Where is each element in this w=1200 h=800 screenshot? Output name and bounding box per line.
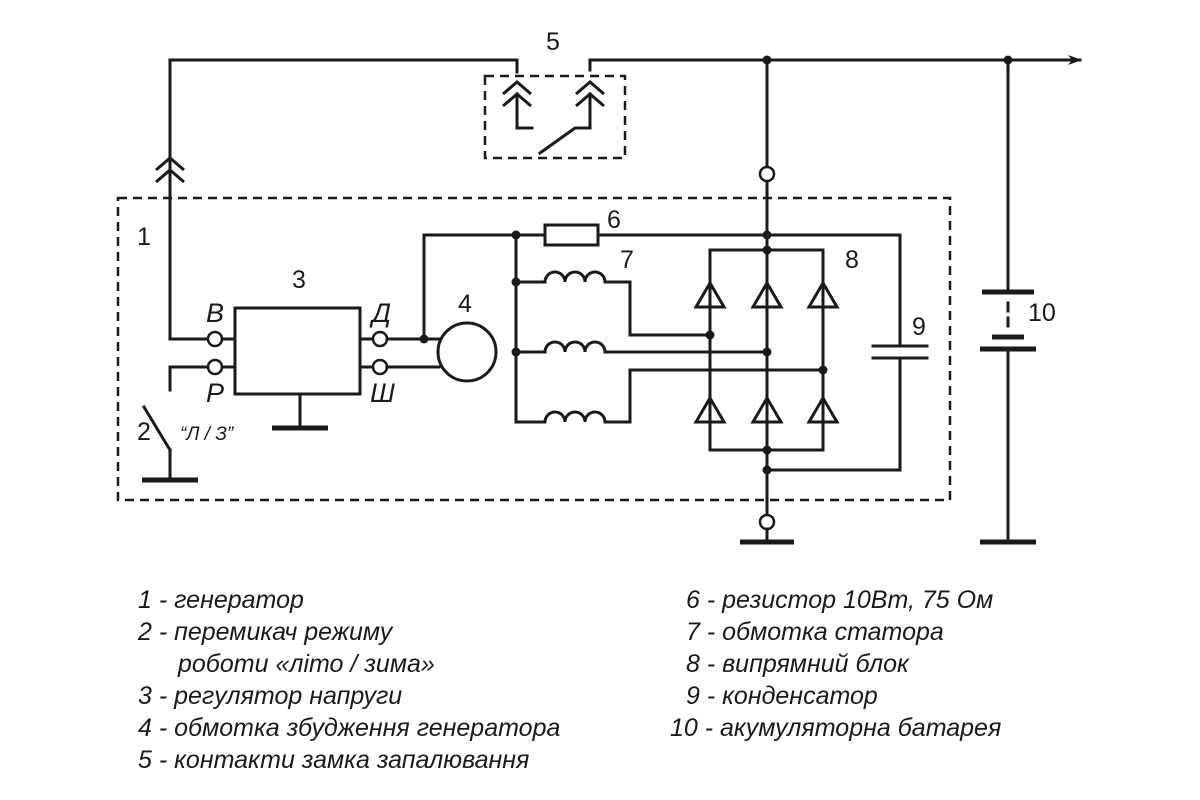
terminal-label-d: Д (369, 298, 391, 328)
top-supply-line (155, 55, 1082, 341)
battery-circuit (980, 55, 1036, 545)
field-winding (385, 233, 547, 383)
legend-item: 1 - генератор (138, 586, 304, 614)
resistor (543, 223, 902, 247)
terminal-label-sh: Ш (370, 378, 395, 408)
ignition-contacts (502, 80, 605, 156)
stator-winding (511, 230, 825, 424)
legend: 1 - генератор 2 - перемикач режиму робот… (0, 580, 1200, 780)
voltage-regulator (206, 306, 389, 431)
legend-item: 8 - випрямний блок (686, 650, 909, 678)
terminal-label-p: Р (206, 378, 224, 408)
rectifier-bridge (693, 230, 840, 518)
label-9: 9 (912, 313, 926, 341)
label-6: 6 (607, 206, 621, 234)
plus-bus (758, 55, 776, 237)
generator-boundary (116, 196, 952, 502)
label-3: 3 (292, 266, 306, 294)
switch-mode-label: “Л / З” (180, 424, 235, 445)
legend-item: 4 - обмотка збудження генератора (138, 714, 561, 742)
legend-item: 6 - резистор 10Вт, 75 Ом (686, 586, 994, 614)
label-10: 10 (1028, 299, 1056, 327)
legend-item: 3 - регулятор напруги (138, 682, 403, 710)
label-4: 4 (458, 290, 472, 318)
legend-item: 2 - перемикач режиму (138, 618, 393, 646)
legend-item: 10 - акумуляторна батарея (670, 714, 1002, 742)
ignition-switch-boundary (483, 74, 627, 160)
label-2: 2 (137, 418, 151, 446)
terminal-label-b: В (206, 298, 224, 328)
label-1: 1 (137, 223, 151, 251)
legend-item: роботи «літо / зима» (178, 650, 435, 678)
legend-item: 5 - контакти замка запалювання (138, 746, 530, 774)
label-8: 8 (845, 246, 859, 274)
capacitor (765, 233, 929, 472)
summer-winter-switch (141, 365, 210, 483)
legend-item: 9 - конденсатор (686, 682, 878, 710)
circuit-diagram: 5 1 3 4 6 7 8 9 10 2 В Р Д Ш “Л / З” (116, 28, 1082, 545)
ground-terminal (740, 513, 794, 545)
label-7: 7 (620, 246, 634, 274)
legend-item: 7 - обмотка статора (686, 618, 944, 646)
label-5: 5 (546, 28, 560, 56)
